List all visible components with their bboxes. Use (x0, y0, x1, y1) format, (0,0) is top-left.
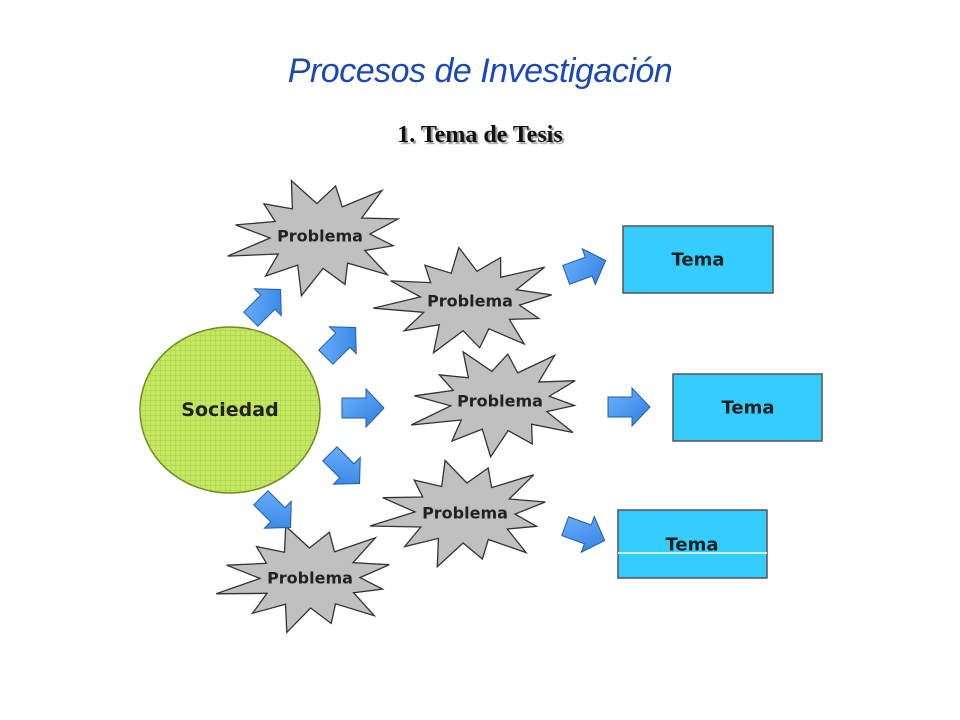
problem-burst: Problema (369, 458, 546, 569)
arrow-icon (322, 446, 361, 485)
topic-label: Tema (672, 250, 725, 271)
page-title: Procesos de Investigación (287, 52, 673, 90)
arrow-icon (253, 490, 292, 529)
problem-label: Problema (422, 504, 508, 523)
problem-label: Problema (267, 569, 353, 588)
arrow-icon (607, 386, 651, 428)
society-node: Sociedad (139, 326, 321, 494)
topic-label: Tema (666, 535, 719, 556)
problem-label: Problema (457, 392, 543, 411)
arrow-icon (561, 515, 606, 554)
arrow-icon (562, 247, 607, 286)
arrow-icon (341, 387, 385, 429)
problem-label: Problema (427, 292, 513, 311)
society-label: Sociedad (181, 399, 278, 421)
topic-box: Tema (672, 373, 823, 442)
burst-shape (373, 246, 552, 355)
problem-burst: Problema (373, 246, 552, 355)
arrow-icon (318, 326, 357, 365)
burst-shape (215, 524, 390, 634)
page-subtitle: 1. Tema de Tesis (397, 122, 563, 148)
burst-shape (227, 179, 401, 298)
arrow-icon (243, 288, 282, 327)
topic-box: Tema (622, 225, 774, 294)
topic-box: Tema (617, 509, 768, 579)
topic-label: Tema (722, 398, 775, 419)
problem-burst: Problema (410, 350, 577, 459)
problem-burst: Problema (227, 179, 401, 298)
burst-shape (410, 350, 577, 459)
problem-burst: Problema (215, 524, 390, 634)
problem-label: Problema (277, 227, 363, 246)
burst-shape (369, 458, 546, 569)
